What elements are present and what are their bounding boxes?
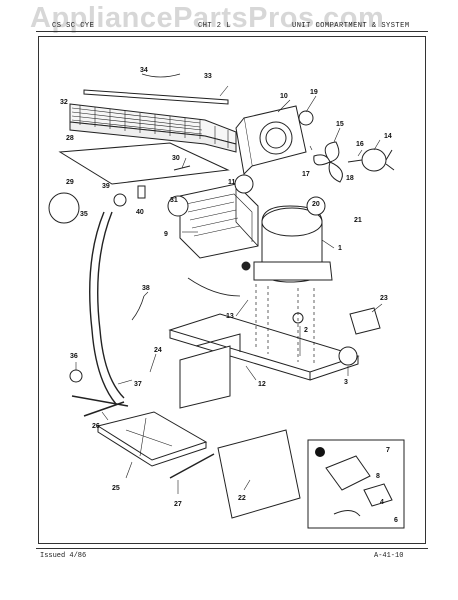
fan-blade-drawing (313, 141, 343, 183)
part-label-14: 14 (384, 133, 392, 140)
part-label-35: 35 (80, 211, 88, 218)
access-panel-drawing (217, 429, 301, 519)
part-label-9: 9 (164, 231, 168, 238)
fitting-36-drawing (69, 369, 83, 383)
part-label-32: 32 (60, 99, 68, 106)
wire-34-drawing (141, 73, 181, 78)
clip-40-drawing (137, 185, 146, 199)
part-label-36: 36 (70, 353, 78, 360)
leader-lines (75, 85, 383, 494)
part-label-4: 4 (380, 499, 384, 506)
part-label-34: 34 (140, 67, 148, 74)
part-label-8: 8 (376, 473, 380, 480)
part-label-15: 15 (336, 121, 344, 128)
part-label-29: 29 (66, 179, 74, 186)
part-label-27: 27 (174, 501, 182, 508)
part-label-30: 30 (172, 155, 180, 162)
part-label-39: 39 (102, 183, 110, 190)
part-label-40: 40 (136, 209, 144, 216)
drip-tray-drawing (58, 142, 230, 185)
part-label-2: 2 (304, 327, 308, 334)
header-section-title: UNIT COMPARTMENT & SYSTEM (292, 22, 410, 30)
part-label-10: 10 (280, 93, 288, 100)
page-code-text: A-41-10 (374, 552, 404, 560)
part-label-16: 16 (356, 141, 364, 148)
part-label-37: 37 (134, 381, 142, 388)
evaporator-drawing (179, 183, 259, 259)
part-label-6: 6 (394, 517, 398, 524)
condenser-coil-drawing (69, 103, 237, 153)
part-label-1: 1 (338, 245, 342, 252)
grommet-2-drawing (292, 312, 304, 324)
part-label-13: 13 (226, 313, 234, 320)
part-label-11: 11 (228, 179, 236, 186)
part-label-17: 17 (302, 171, 310, 178)
detail-circle-11 (234, 174, 254, 194)
part-label-18: 18 (346, 175, 354, 182)
part-label-25: 25 (112, 485, 120, 492)
footer-rule (36, 548, 428, 549)
tubing-base-drawing (71, 395, 129, 407)
relay-kit-inset-drawing (307, 439, 405, 529)
header-rule (36, 31, 428, 32)
part-label-20: 20 (312, 201, 320, 208)
tubing-37-drawing (89, 211, 125, 405)
drain-pan-drawing (96, 411, 208, 467)
detail-circle-20 (306, 196, 326, 216)
grommet-3-drawing (338, 346, 358, 366)
issued-date-text: Issued 4/86 (40, 552, 87, 560)
part-label-24: 24 (154, 347, 162, 354)
mounting-frame-drawing (168, 313, 360, 409)
header-code-text: CHT 2 L (198, 22, 231, 30)
part-label-23: 23 (380, 295, 388, 302)
condenser-tube-drawing (83, 89, 229, 105)
part-label-28: 28 (66, 135, 74, 142)
detail-circle-35 (48, 192, 80, 224)
part-label-12: 12 (258, 381, 266, 388)
fan-motor-drawing (347, 148, 395, 172)
capillary-line-drawing (131, 277, 241, 321)
part-label-19: 19 (310, 89, 318, 96)
compressor-drawing (241, 205, 333, 283)
fan-shroud-drawing (235, 105, 307, 176)
diagram-frame (38, 36, 426, 544)
part-label-22: 22 (238, 495, 246, 502)
part-label-33: 33 (204, 73, 212, 80)
part-label-31: 31 (170, 197, 178, 204)
pan-rail-26-drawing (83, 401, 125, 417)
inset-marker-icon (315, 447, 325, 457)
watermark-text: AppliancePartsPros.com (30, 2, 385, 34)
relay-drawing (349, 307, 381, 335)
part-label-38: 38 (142, 285, 150, 292)
part-label-21: 21 (354, 217, 362, 224)
grommet-39-drawing (113, 193, 127, 207)
detail-circle-31 (167, 195, 189, 217)
fan-grommet-19-drawing (298, 110, 314, 126)
part-label-7: 7 (386, 447, 390, 454)
part-label-3: 3 (344, 379, 348, 386)
mounting-guide-lines (255, 284, 315, 366)
part-label-26: 26 (92, 423, 100, 430)
header-model-text: CS SC CYE (52, 22, 95, 30)
pan-rail-27-drawing (169, 453, 215, 479)
